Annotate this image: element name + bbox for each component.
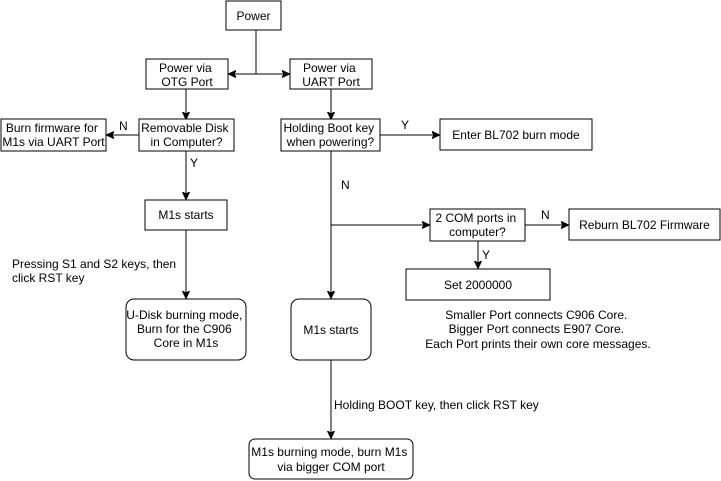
node-m1s-starts-mid: M1s starts [290, 298, 372, 361]
node-set-baud: Set 2000000 [405, 268, 551, 301]
svg-text:U-Disk burning mode, Bur: U-Disk burning mode, Burn for the C906 C… [126, 308, 245, 350]
label-com-yes: Y [482, 248, 490, 262]
note-boot-rst: Holding BOOT key, then click RST key [334, 398, 539, 412]
node-burn-uart-line: Burn firmware for [6, 121, 98, 135]
note-ports-info-line: Each Port prints their own core messages… [425, 337, 650, 351]
note-press-keys-line: Pressing S1 and S2 keys, then [12, 257, 176, 271]
node-com-ports-line: computer? [449, 225, 506, 239]
node-reburn: Reburn BL702 Firmware [568, 208, 721, 241]
node-burn-uart: Burn firmware for M1s via UART Port [0, 118, 107, 152]
node-set-baud-line: Set 2000000 [444, 278, 512, 292]
edge-labels: N Y Y N N Y [119, 118, 550, 262]
svg-text:Enter BL702 burn mode: Enter BL702 burn mode [452, 128, 580, 142]
svg-text:2 COM ports in computer?: 2 COM ports in computer? [435, 211, 519, 239]
node-udisk-mode-line: U-Disk burning mode, [126, 308, 242, 322]
svg-text:Set 2000000: Set 2000000 [444, 278, 512, 292]
svg-text:Burn firmware for M1s vi: Burn firmware for M1s via UART Port [2, 121, 105, 149]
node-otg-line: Power via [159, 61, 212, 75]
note-press-keys-line: click RST key [12, 271, 84, 285]
svg-text:Pressing S1 and S2 keys, then: Pressing S1 and S2 keys, then click RST … [12, 257, 179, 285]
label-boot-yes: Y [401, 118, 409, 132]
svg-text:Power via OTG Port: Power via OTG Port [159, 61, 215, 89]
node-bl702-mode: Enter BL702 burn mode [439, 118, 593, 151]
node-m1s-burn-line: M1s burning mode, burn M1s [251, 445, 407, 459]
svg-text:Power: Power [236, 9, 270, 23]
node-m1s-starts-left-line: M1s starts [158, 208, 213, 222]
svg-text:M1s starts: M1s starts [303, 323, 358, 337]
node-burn-uart-line: M1s via UART Port [2, 135, 105, 149]
node-boot-key-line: Holding Boot key [283, 121, 374, 135]
svg-text:M1s burning mode, burn M1s: M1s burning mode, burn M1s via bigger CO… [251, 445, 410, 474]
node-reburn-line: Reburn BL702 Firmware [579, 218, 710, 232]
node-removable-line: Removable Disk [141, 121, 229, 135]
node-boot-key-line: when powering? [286, 135, 375, 149]
node-otg-line: OTG Port [161, 75, 213, 89]
svg-text:M1s starts: M1s starts [158, 208, 213, 222]
note-ports-info-line: Bigger Port connects E907 Core. [449, 322, 624, 336]
edges [107, 30, 568, 438]
node-m1s-burn-line: via bigger COM port [277, 460, 385, 474]
node-udisk-mode-line: Burn for the C906 [137, 322, 232, 336]
node-uart-line: Power via [303, 61, 356, 75]
node-uart: Power via UART Port [289, 58, 373, 90]
svg-text:Power via UART Port: Power via UART Port [302, 61, 360, 89]
svg-text:Holding Boot key when po: Holding Boot key when powering? [283, 121, 377, 149]
svg-text:Reburn BL702 Firmware: Reburn BL702 Firmware [579, 218, 710, 232]
label-removable-no: N [119, 119, 128, 133]
node-com-ports-line: 2 COM ports in [435, 211, 516, 225]
label-com-no: N [541, 208, 550, 222]
node-bl702-mode-line: Enter BL702 burn mode [452, 128, 580, 142]
svg-text:Holding BOOT key, then click R: Holding BOOT key, then click RST key [334, 398, 539, 412]
node-m1s-starts-mid-line: M1s starts [303, 323, 358, 337]
node-power: Power [225, 0, 282, 31]
node-udisk-mode: U-Disk burning mode, Burn for the C906 C… [125, 298, 247, 361]
node-com-ports: 2 COM ports in computer? [429, 208, 526, 242]
note-press-keys: Pressing S1 and S2 keys, then click RST … [12, 257, 179, 285]
node-m1s-burn: M1s burning mode, burn M1s via bigger CO… [248, 438, 414, 480]
note-boot-rst-line: Holding BOOT key, then click RST key [334, 398, 539, 412]
svg-text:Removable Disk in Comput: Removable Disk in Computer? [141, 121, 232, 149]
note-ports-info-line: Smaller Port connects C906 Core. [445, 308, 627, 322]
node-power-line: Power [236, 9, 270, 23]
svg-text:Smaller Port connects C906 Cor: Smaller Port connects C906 Core. Bigger … [425, 308, 650, 351]
label-boot-no: N [341, 178, 350, 192]
node-removable-line: in Computer? [150, 135, 222, 149]
note-ports-info: Smaller Port connects C906 Core. Bigger … [425, 308, 650, 351]
label-removable-yes: Y [190, 156, 198, 170]
node-boot-key: Holding Boot key when powering? [280, 118, 381, 152]
node-uart-line: UART Port [302, 75, 360, 89]
node-otg: Power via OTG Port [145, 58, 229, 90]
node-udisk-mode-line: Core in M1s [154, 336, 219, 350]
node-removable: Removable Disk in Computer? [138, 118, 235, 152]
node-m1s-starts-left: M1s starts [144, 199, 228, 231]
